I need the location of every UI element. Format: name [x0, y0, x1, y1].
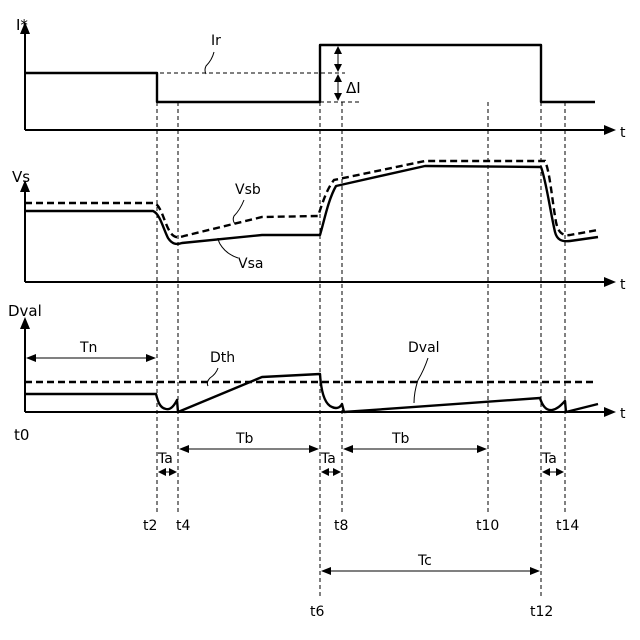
dth-leader-line	[207, 368, 218, 386]
tb2-label: Tb	[391, 431, 410, 447]
time-label-t4: t4	[176, 518, 190, 534]
voltage-y-label: Vs	[12, 168, 30, 186]
tc-arrowhead-left	[321, 567, 331, 575]
time-label-t10: t10	[476, 518, 499, 534]
dval-x-arrowhead	[604, 407, 616, 417]
dval-x-label: t	[620, 406, 626, 422]
time-label-t6: t6	[310, 604, 324, 620]
ta3-arrowhead-left	[542, 468, 550, 476]
origin-label: t0	[14, 426, 29, 444]
tc-label: Tc	[417, 553, 432, 569]
dval-curve-label: Dval	[408, 340, 440, 356]
vsb-leader-line	[233, 200, 244, 224]
time-label-t2: t2	[143, 518, 157, 534]
voltage-x-label: t	[620, 277, 626, 293]
interval-arrows: Ta Tb Ta Tb Ta Tc	[157, 431, 564, 575]
delta-i-arrowhead-3	[334, 74, 342, 82]
current-x-arrowhead	[604, 125, 616, 135]
time-label-t8: t8	[334, 518, 348, 534]
delta-i-arrowhead-4	[334, 93, 342, 101]
dval-panel: Dval t Dth Dval t0 Tn	[8, 302, 626, 444]
vsb-waveform	[25, 161, 598, 237]
voltage-x-arrowhead	[604, 277, 616, 287]
ta3-label: Ta	[541, 451, 557, 467]
current-panel: I* t ΔI Ir	[16, 16, 626, 141]
ir-label: Ir	[211, 33, 221, 49]
vsb-label: Vsb	[235, 182, 261, 198]
dth-label: Dth	[210, 350, 235, 366]
tn-label: Tn	[79, 340, 97, 356]
ta1-arrowhead-right	[169, 468, 177, 476]
ta3-arrowhead-right	[556, 468, 564, 476]
tc-arrowhead-right	[530, 567, 540, 575]
ta1-label: Ta	[157, 451, 173, 467]
ta2-arrowhead-left	[321, 468, 329, 476]
tb1-arrowhead-left	[179, 445, 189, 453]
tb2-arrowhead-left	[343, 445, 353, 453]
ta1-arrowhead-left	[158, 468, 166, 476]
vsa-waveform	[25, 166, 598, 244]
dval-leader-line	[414, 358, 428, 403]
vsa-label: Vsa	[238, 256, 263, 272]
tn-arrowhead-left	[26, 354, 36, 362]
current-y-label: I*	[16, 16, 28, 34]
time-label-t14: t14	[556, 518, 579, 534]
ta2-label: Ta	[320, 451, 336, 467]
ir-leader-line	[205, 52, 214, 74]
tb1-arrowhead-right	[309, 445, 319, 453]
tb2-arrowhead-right	[477, 445, 487, 453]
delta-i-label: ΔI	[346, 79, 361, 97]
current-x-label: t	[620, 125, 626, 141]
time-marker-labels: t2 t4 t6 t8 t10 t12 t14	[143, 518, 579, 620]
vsa-leader-line	[218, 238, 238, 258]
delta-i-arrowhead-2	[334, 64, 342, 72]
dval-waveform	[25, 374, 598, 412]
time-label-t12: t12	[530, 604, 553, 620]
tb1-label: Tb	[235, 431, 254, 447]
ta2-arrowhead-right	[333, 468, 341, 476]
tn-arrowhead-right	[146, 354, 156, 362]
dval-y-label: Dval	[8, 302, 42, 320]
delta-i-arrowhead-1	[334, 46, 342, 54]
voltage-panel: Vs t Vsb Vsa	[12, 161, 626, 293]
